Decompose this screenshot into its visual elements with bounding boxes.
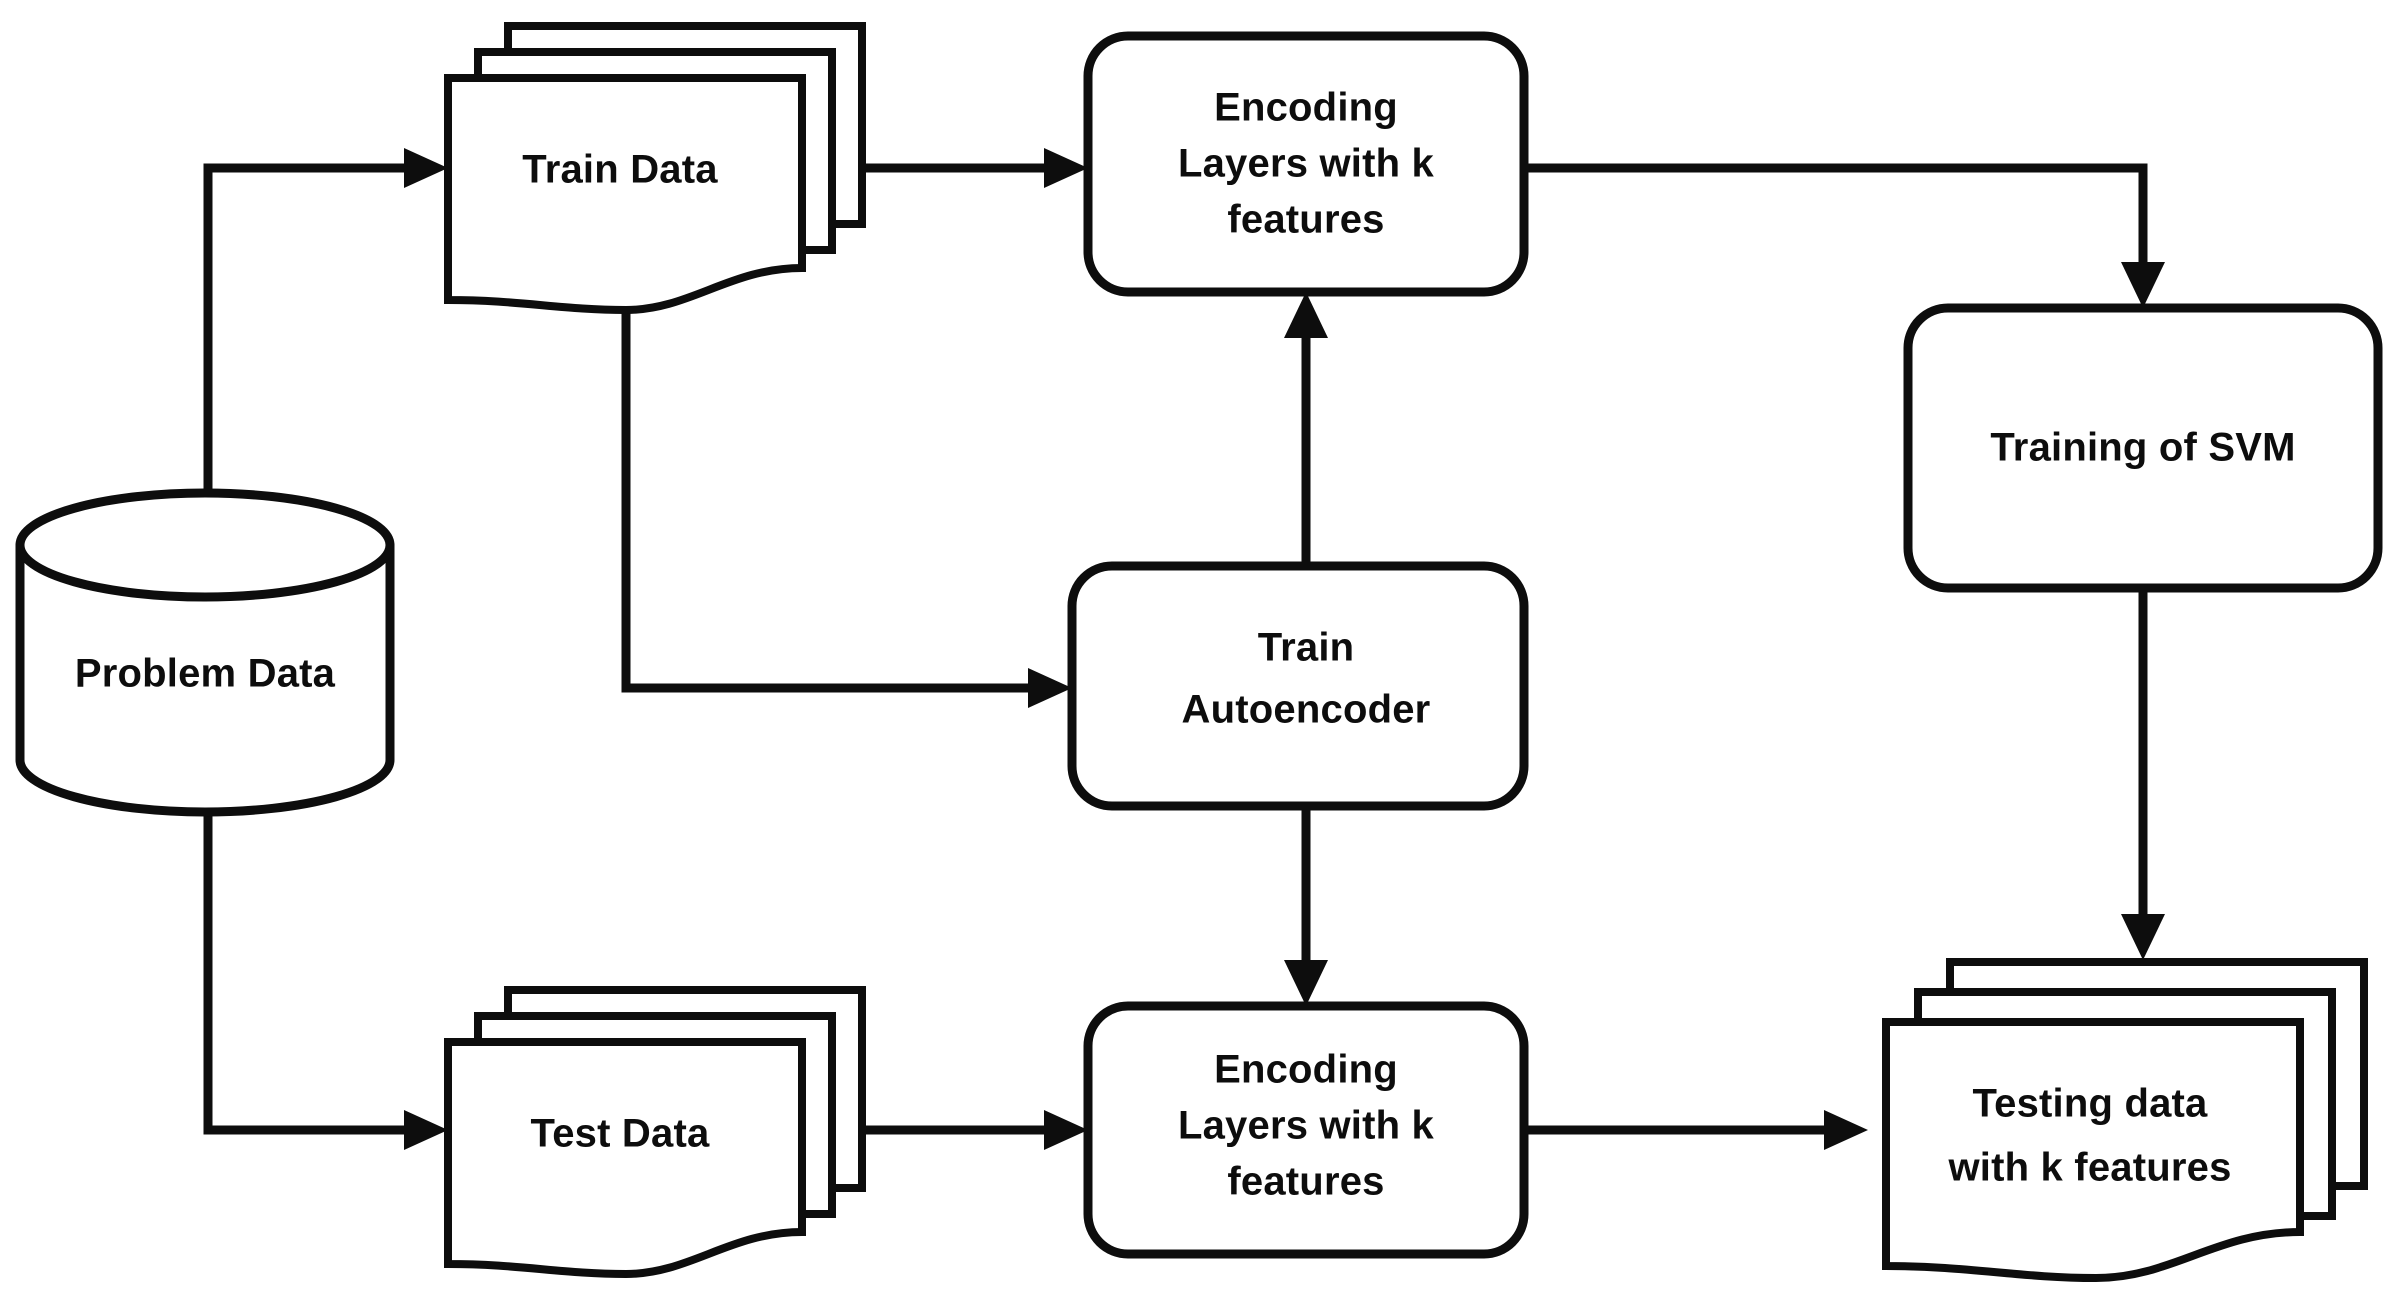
arrowhead-icon bbox=[1824, 1110, 1868, 1150]
testing-data-line1: Testing data bbox=[1972, 1082, 2208, 1126]
edge-train-autoencoder-to-encoding-top bbox=[1284, 292, 1328, 566]
edge-train-autoencoder-to-encoding-bottom bbox=[1284, 806, 1328, 1006]
rounded-box-icon bbox=[1067, 561, 1529, 811]
train-autoencoder-line1: Train bbox=[1258, 626, 1355, 670]
encoding-top-line3: features bbox=[1227, 198, 1384, 242]
edge-train-data-to-encoding-top bbox=[862, 148, 1088, 188]
edge-test-data-to-encoding-bottom bbox=[862, 1110, 1088, 1150]
arrowhead-icon bbox=[1284, 960, 1328, 1006]
problem-data-label: Problem Data bbox=[75, 652, 336, 696]
node-test-data[interactable]: Test Data bbox=[444, 986, 866, 1279]
arrowhead-icon bbox=[2121, 914, 2165, 960]
edge-encoding-top-to-training-svm bbox=[1524, 163, 2165, 308]
rounded-box-icon bbox=[1083, 31, 1529, 297]
cylinder-body-icon bbox=[15, 540, 395, 817]
edge-training-svm-to-testing-data bbox=[2121, 588, 2165, 960]
encoding-bottom-line2: Layers with k bbox=[1178, 1104, 1435, 1148]
cylinder-top-icon bbox=[15, 488, 395, 602]
node-problem-data[interactable]: Problem Data bbox=[15, 488, 395, 817]
connector-layer bbox=[203, 148, 2165, 1150]
arrowhead-icon bbox=[404, 148, 448, 188]
rounded-box-icon bbox=[1083, 1001, 1529, 1259]
test-data-label: Test Data bbox=[531, 1112, 710, 1156]
arrowhead-icon bbox=[1044, 148, 1088, 188]
training-svm-label: Training of SVM bbox=[1990, 426, 2295, 470]
node-train-data[interactable]: Train Data bbox=[444, 22, 866, 315]
node-training-of-svm[interactable]: Training of SVM bbox=[1903, 303, 2383, 593]
edge-train-data-to-train-autoencoder bbox=[621, 296, 1072, 708]
node-train-autoencoder[interactable]: Train Autoencoder bbox=[1067, 561, 1529, 811]
encoding-top-line1: Encoding bbox=[1214, 86, 1398, 130]
edge-encoding-bottom-to-testing-data bbox=[1524, 1110, 1868, 1150]
node-testing-data[interactable]: Testing data with k features bbox=[1882, 958, 2368, 1283]
edge-problem-data-to-test-data bbox=[203, 805, 448, 1150]
encoding-top-line2: Layers with k bbox=[1178, 142, 1435, 186]
edge-problem-data-to-train-data bbox=[203, 148, 448, 540]
arrowhead-icon bbox=[2121, 262, 2165, 308]
arrowhead-icon bbox=[1284, 292, 1328, 338]
encoding-bottom-line1: Encoding bbox=[1214, 1048, 1398, 1092]
testing-data-line2: with k features bbox=[1947, 1146, 2231, 1190]
rounded-box-icon bbox=[1903, 303, 2383, 593]
arrowhead-icon bbox=[1044, 1110, 1088, 1150]
arrowhead-icon bbox=[1028, 668, 1072, 708]
document-sheet-front-icon bbox=[444, 74, 806, 315]
node-encoding-layers-bottom[interactable]: Encoding Layers with k features bbox=[1083, 1001, 1529, 1259]
encoding-bottom-line3: features bbox=[1227, 1160, 1384, 1204]
arrowhead-icon bbox=[404, 1110, 448, 1150]
document-sheet-front-icon bbox=[444, 1038, 806, 1279]
train-autoencoder-line2: Autoencoder bbox=[1182, 688, 1431, 732]
document-sheet-front-icon bbox=[1882, 1018, 2304, 1283]
train-data-label: Train Data bbox=[522, 148, 718, 192]
node-encoding-layers-top[interactable]: Encoding Layers with k features bbox=[1083, 31, 1529, 297]
